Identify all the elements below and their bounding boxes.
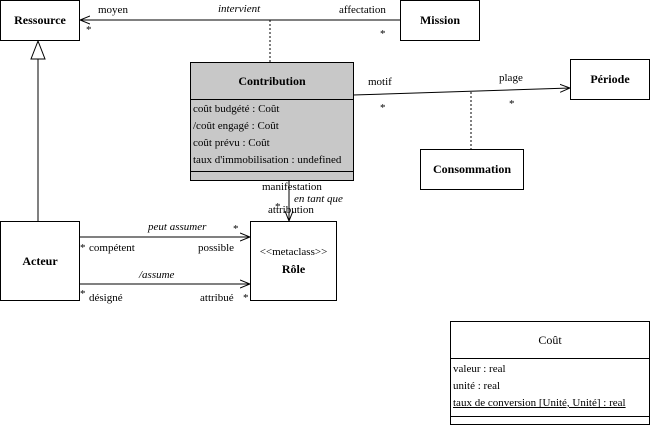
mult-mission: * — [380, 28, 386, 40]
mult-acteur-competent: * — [80, 242, 86, 254]
class-acteur-name: Acteur — [22, 253, 58, 268]
role-manifestation: manifestation — [262, 181, 322, 193]
class-contribution-attributes: coût budgété : Coût /coût engagé : Coût … — [191, 100, 353, 172]
class-mission-name: Mission — [419, 13, 460, 27]
role-motif: motif — [368, 76, 392, 88]
class-consommation[interactable]: Consommation — [420, 149, 524, 190]
class-mission[interactable]: Mission — [400, 0, 480, 41]
assoc-name-intervient: intervient — [218, 3, 261, 15]
class-periode-name: Période — [590, 72, 630, 86]
class-acteur[interactable]: Acteur — [0, 221, 80, 301]
class-cout[interactable]: Coût valeur : real unité : real taux de … — [450, 321, 650, 425]
role-attribution: attribution — [268, 204, 314, 216]
class-ressource-name: Ressource — [14, 13, 66, 27]
class-cout-attributes: valeur : real unité : real taux de conve… — [451, 359, 649, 417]
attribute: coût prévu : Coût — [193, 137, 270, 149]
mult-role-attribue: * — [243, 292, 249, 304]
class-role[interactable]: <<metaclass>> Rôle — [250, 221, 337, 301]
mult-ressource: * — [86, 24, 92, 36]
attribute: /coût engagé : Coût — [193, 120, 279, 132]
mult-acteur-designe: * — [80, 288, 86, 300]
mult-periode: * — [509, 98, 515, 110]
assoc-name-peut-assumer: peut assumer — [148, 221, 207, 233]
role-attribue: attribué — [200, 292, 234, 304]
attribute: unité : real — [453, 380, 501, 392]
class-consommation-name: Consommation — [432, 162, 511, 176]
assoc-name-en-tant-que: en tant que — [294, 193, 343, 205]
role-possible: possible — [198, 242, 235, 254]
class-contribution-name: Contribution — [191, 63, 353, 100]
mult-attribution: * — [275, 201, 281, 213]
attribute: taux de conversion [Unité, Unité] : real — [453, 397, 626, 409]
class-contribution[interactable]: Contribution coût budgété : Coût /coût e… — [190, 62, 354, 181]
association-periode-line — [352, 88, 570, 96]
role-moyen: moyen — [98, 4, 128, 16]
assoc-name-assume: /assume — [139, 269, 175, 281]
mult-contribution: * — [380, 102, 386, 114]
mult-role-possible: * — [233, 223, 239, 235]
attribute: coût budgété : Coût — [193, 103, 280, 115]
role-plage: plage — [499, 72, 523, 84]
role-affectation: affectation — [339, 4, 386, 16]
class-role-name: Rôle — [281, 261, 306, 276]
attribute: valeur : real — [453, 363, 506, 375]
role-competent: compétent — [89, 242, 135, 254]
generalization-triangle — [30, 39, 46, 60]
attribute: taux d'immobilisation : undefined — [193, 154, 342, 166]
class-role-stereotype: <<metaclass>> — [259, 245, 328, 258]
class-cout-name: Coût — [451, 322, 649, 359]
class-ressource[interactable]: Ressource — [0, 0, 80, 41]
role-designe: désigné — [89, 292, 123, 304]
